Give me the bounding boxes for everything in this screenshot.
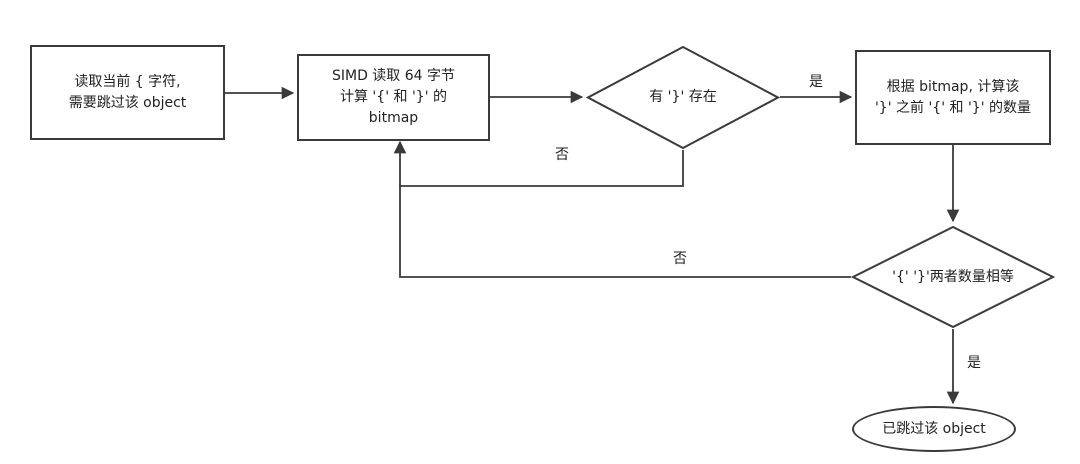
node-decision-counts-equal: '{' '}'两者数量相等 xyxy=(851,225,1055,329)
node-decision-has-closing-brace: 有 '}' 存在 xyxy=(586,45,780,150)
node-simd-read-bitmap-label: SIMD 读取 64 字节 计算 '{' 和 '}' 的 bitmap xyxy=(331,68,456,126)
node-count-braces-label: 根据 bitmap, 计算该 '}' 之前 '{' 和 '}' 的数量 xyxy=(874,78,1032,116)
node-end-skipped-object: 已跳过该 object xyxy=(852,406,1016,452)
node-read-current-char: 读取当前 { 字符, 需要跳过该 object xyxy=(30,45,225,140)
node-decision-has-closing-brace-label: 有 '}' 存在 xyxy=(649,89,717,105)
label-yes-has-brace: 是 xyxy=(806,74,826,91)
edge-counts-equal-no-loop xyxy=(399,185,851,278)
node-end-skipped-object-label: 已跳过该 object xyxy=(882,420,986,437)
node-count-braces: 根据 bitmap, 计算该 '}' 之前 '{' 和 '}' 的数量 xyxy=(855,50,1051,145)
label-no-has-brace: 否 xyxy=(552,147,572,164)
node-decision-counts-equal-label: '{' '}'两者数量相等 xyxy=(892,268,1014,285)
diamond-shape-icon xyxy=(586,45,780,150)
node-simd-read-bitmap: SIMD 读取 64 字节 计算 '{' 和 '}' 的 bitmap xyxy=(297,54,490,141)
label-no-counts-equal: 否 xyxy=(670,251,690,268)
label-yes-counts-equal: 是 xyxy=(964,355,984,372)
diamond-shape-icon xyxy=(851,225,1055,329)
node-read-current-char-label: 读取当前 { 字符, 需要跳过该 object xyxy=(68,73,187,111)
edge-has-brace-no-loop xyxy=(393,140,684,187)
